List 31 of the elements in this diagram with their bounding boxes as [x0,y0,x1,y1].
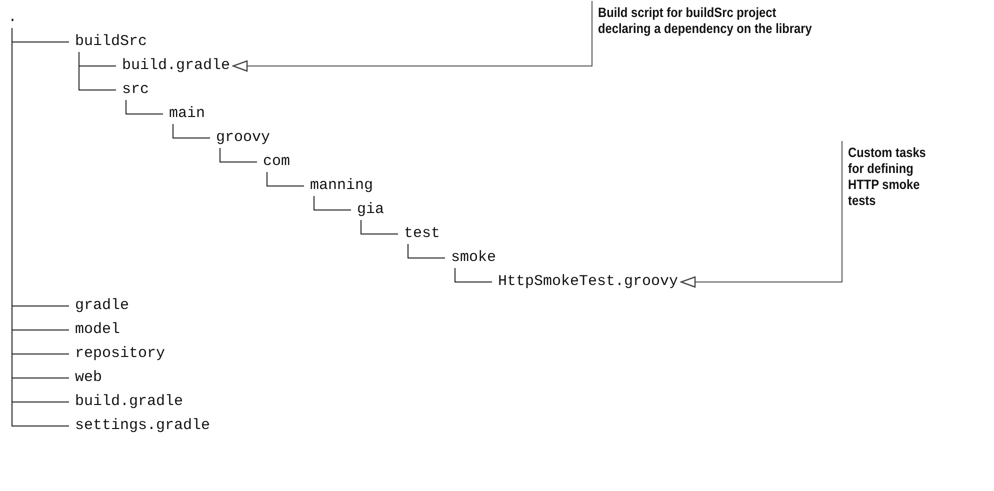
tree-line [314,196,352,210]
tree-line [454,268,492,282]
tree-entry: main [169,105,206,123]
leader-line [232,0,592,72]
leader-line [680,140,842,288]
tree-line [126,100,164,114]
tree-entry: test [404,225,440,243]
tree-entry: repository [75,345,166,363]
tree-line [220,148,258,162]
tree-entry: model [75,321,120,339]
tree-entry: gia [357,201,384,219]
tree-entry: build.gradle [122,57,230,75]
tree-entry: groovy [216,129,270,147]
tree-entry: gradle [75,297,130,315]
root-entry: . [8,9,18,27]
tree-entry: buildSrc [75,33,148,51]
tree-entry: com [263,153,290,171]
tree-entry: src [122,81,150,99]
tree-entry: smoke [451,249,496,267]
callout-text: Custom tasks for defining HTTP smoke tests [848,145,945,209]
tree-entry: web [75,369,102,387]
tree-entry: manning [310,177,374,195]
tree-entry: HttpSmokeTest.groovy [498,273,678,291]
tree-line [266,172,304,186]
tree-line [408,244,446,258]
callout-text: Build script for buildSrc project declaring a dependency on the library [598,5,818,37]
tree-entry: settings.gradle [75,417,210,435]
tree-line [360,220,398,234]
tree-line [78,52,116,90]
tree-line [172,124,210,138]
tree-entry: build.gradle [75,393,184,411]
